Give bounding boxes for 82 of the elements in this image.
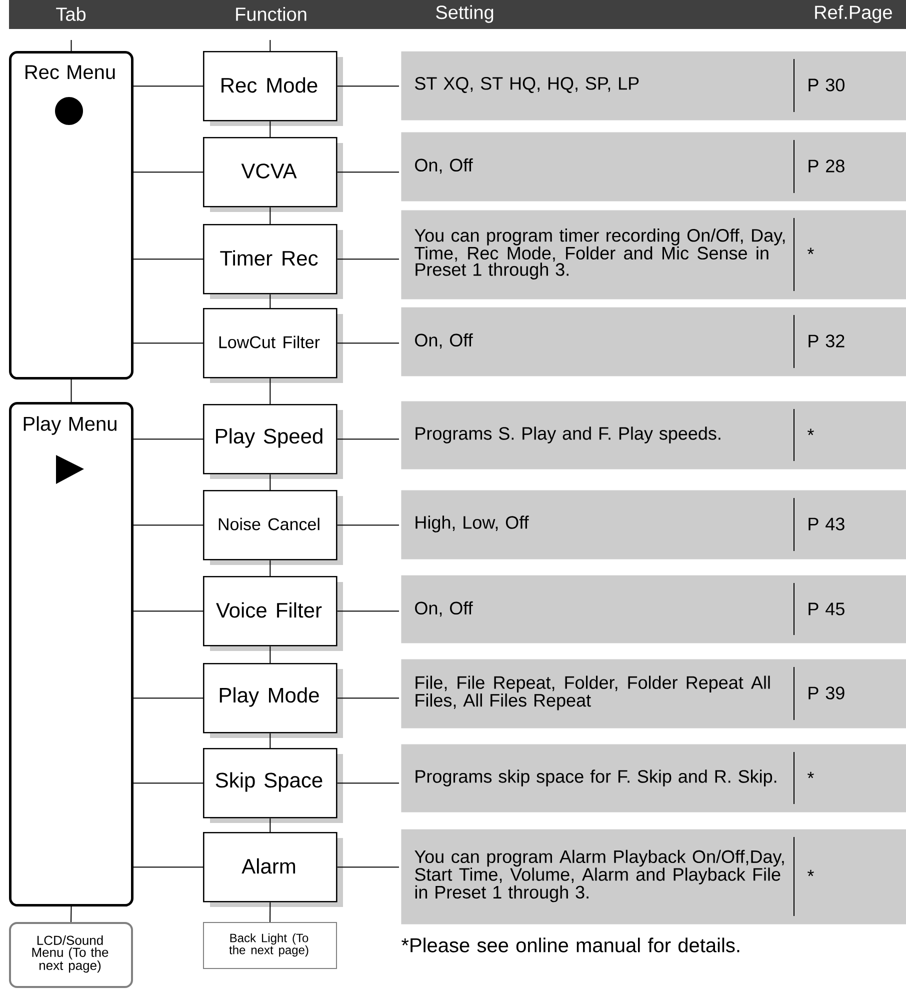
connector-line: [133, 438, 204, 440]
connector-line: [336, 258, 400, 260]
connector-line: [270, 120, 271, 138]
function-box: Play Mode: [203, 663, 343, 738]
page-reference: *: [808, 870, 814, 876]
setting-text: High, Low, Off: [416, 516, 529, 532]
connector-line: [133, 866, 204, 868]
page-reference: P 30: [808, 78, 844, 92]
connector-line: [133, 86, 204, 87]
menu-box: LCD/Sound Menu (To the next page): [9, 922, 133, 988]
page-reference: P 32: [808, 334, 844, 348]
connector-line: [133, 782, 204, 784]
connector-line: [270, 732, 271, 748]
setting-text: You can program Alarm Playback On/Off,Day, Start Time, Volume, Alarm and Playback File in Preset 1 through 3.: [414, 850, 784, 902]
connector-line: [133, 698, 204, 699]
setting-text: ST XQ, ST HQ, HQ, SP, LP: [415, 77, 639, 93]
function-box: Alarm: [203, 832, 343, 908]
column-header: Function: [236, 7, 306, 21]
setting-row: [401, 401, 906, 470]
setting-text: Programs S. Play and F. Play speeds.: [416, 426, 720, 444]
page-reference: *: [808, 772, 814, 778]
function-box: Rec Mode: [203, 51, 343, 126]
connector-line: [336, 698, 400, 699]
connector-line: [270, 206, 271, 224]
function-box: Timer Rec: [203, 224, 343, 299]
connector-line: [270, 818, 271, 832]
connector-line: [70, 379, 72, 402]
setting-text: On, Off: [415, 333, 473, 349]
connector-line: [270, 294, 271, 308]
connector-line: [133, 610, 204, 612]
connector-line: [336, 610, 400, 612]
connector-line: [133, 172, 204, 173]
column-header: Tab: [56, 7, 86, 21]
column-header: Setting: [436, 5, 494, 23]
page-reference: P 28: [808, 160, 844, 172]
connector-line: [336, 866, 400, 868]
setting-row: [401, 132, 906, 202]
setting-row: [401, 659, 906, 728]
setting-row: [401, 744, 906, 812]
connector-line: [336, 524, 400, 526]
connector-line: [270, 378, 271, 404]
setting-row: [401, 829, 906, 924]
connector-line: [336, 782, 400, 784]
connector-line: [270, 902, 271, 922]
connector-line: [336, 342, 400, 344]
connector-line: [270, 40, 271, 52]
function-box: Voice Filter: [203, 576, 343, 651]
tab-box: Play Menu: [9, 402, 134, 906]
connector-line: [133, 342, 204, 344]
page-reference: *: [808, 428, 814, 436]
connector-line: [133, 258, 204, 260]
function-box: Play Speed: [203, 404, 343, 479]
function-box: Back Light (To the next page): [203, 922, 337, 969]
connector-line: [336, 172, 400, 173]
function-box: Skip Space: [203, 748, 343, 823]
page-reference: *: [808, 248, 814, 254]
connector-line: [336, 86, 400, 87]
setting-text: On, Off: [415, 601, 473, 617]
connector-line: [270, 474, 271, 490]
setting-text: You can program timer recording On/Off, Day, Time, Rec Mode, Folder and Mic Sense in Preset 1 through 3.: [414, 228, 785, 280]
function-box: LowCut Filter: [203, 308, 343, 383]
setting-row: [401, 490, 906, 560]
setting-row: [401, 51, 906, 120]
setting-text: On, Off: [415, 158, 473, 174]
column-header: Ref.Page: [815, 5, 892, 23]
setting-row: [401, 210, 906, 300]
page-reference: P 45: [808, 602, 844, 616]
page-reference: P 43: [808, 518, 844, 530]
connector-line: [133, 524, 204, 526]
setting-row: [401, 307, 906, 376]
connector-line: [270, 646, 271, 664]
setting-row: [401, 575, 906, 644]
connector-line: [70, 906, 72, 922]
connector-line: [336, 438, 400, 440]
function-box: VCVA: [203, 137, 343, 212]
connector-line: [270, 560, 271, 576]
connector-line: [70, 40, 72, 52]
page-reference: P 39: [808, 686, 844, 700]
setting-text: Programs skip space for F. Skip and R. Skip.: [416, 770, 776, 786]
setting-text: File, File Repeat, Folder, Folder Repeat All Files, All Files Repeat: [416, 676, 770, 710]
tab-box: Rec Menu: [9, 51, 134, 380]
function-box: Noise Cancel: [203, 490, 343, 565]
